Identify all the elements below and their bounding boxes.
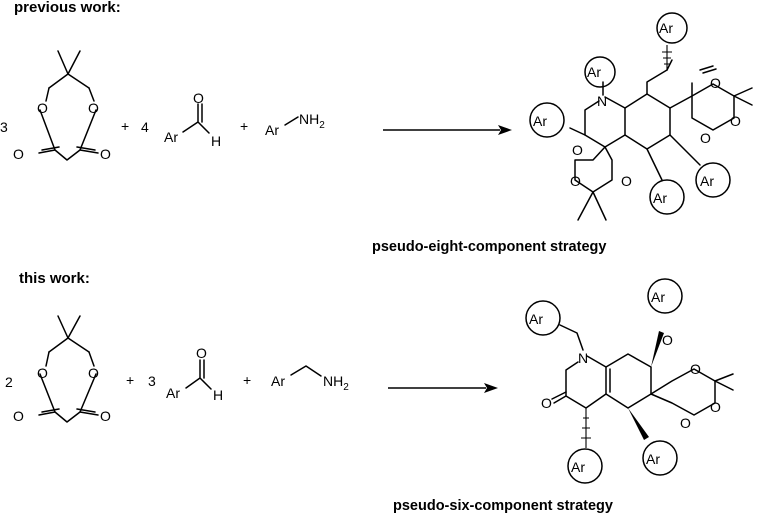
svg-text:O: O [100, 146, 111, 162]
aldehyde-2: Ar O H [166, 345, 223, 403]
caption-this-strategy: pseudo-six-component strategy [393, 498, 613, 514]
svg-text:O: O [196, 345, 207, 361]
svg-text:Ar: Ar [271, 373, 285, 389]
svg-text:N: N [578, 350, 588, 366]
coefficient-meldrum-1: 3 [0, 119, 8, 135]
svg-text:O: O [710, 75, 721, 91]
svg-text:Ar: Ar [529, 311, 543, 327]
header-previous-work: previous work: [14, 0, 121, 16]
svg-text:O: O [621, 173, 632, 189]
header-this-work: this work: [19, 270, 90, 287]
reaction-arrow-2 [388, 383, 498, 393]
svg-text:O: O [710, 399, 721, 415]
svg-text:O: O [13, 408, 24, 424]
product-six-component: N O Ar Ar O O O O Ar Ar [525, 278, 734, 484]
svg-text:O: O [541, 395, 552, 411]
reaction-arrow-1 [383, 125, 512, 135]
svg-text:Ar: Ar [533, 113, 547, 129]
aldehyde-1: Ar O H [164, 90, 221, 149]
svg-text:Ar: Ar [166, 385, 180, 401]
svg-text:O: O [37, 100, 48, 116]
svg-text:Ar: Ar [700, 173, 714, 189]
svg-text:O: O [193, 90, 204, 106]
plus-2b: + [243, 372, 251, 388]
meldrums-acid-1: 3 O O O O [0, 50, 111, 162]
svg-text:Ar: Ar [653, 190, 667, 206]
svg-text:O: O [570, 173, 581, 189]
svg-text:N: N [597, 93, 607, 109]
svg-text:Ar: Ar [651, 289, 665, 305]
svg-text:Ar: Ar [646, 451, 660, 467]
svg-text:H: H [211, 133, 221, 149]
svg-text:Ar: Ar [659, 20, 673, 36]
svg-text:Ar: Ar [265, 122, 279, 138]
svg-text:O: O [662, 332, 673, 348]
svg-text:NH2: NH2 [299, 111, 325, 131]
svg-text:O: O [690, 361, 701, 377]
svg-text:NH2: NH2 [323, 373, 349, 393]
coefficient-meldrum-2: 2 [5, 374, 13, 390]
caption-previous-strategy: pseudo-eight-component strategy [372, 239, 606, 255]
svg-text:O: O [572, 142, 583, 158]
meldrums-acid-2: 2 O O O O [5, 315, 111, 424]
svg-text:O: O [100, 408, 111, 424]
svg-text:O: O [37, 365, 48, 381]
svg-text:O: O [680, 415, 691, 431]
product-eight-component: N Ar Ar O O Ar O O O Ar Ar O [529, 12, 753, 221]
svg-text:Ar: Ar [587, 64, 601, 80]
coefficient-aldehyde-1: 4 [141, 119, 149, 135]
aniline-1: Ar NH2 [265, 111, 325, 138]
svg-text:O: O [13, 146, 24, 162]
svg-text:Ar: Ar [571, 459, 585, 475]
svg-text:O: O [730, 113, 741, 129]
svg-text:H: H [213, 387, 223, 403]
svg-text:O: O [88, 100, 99, 116]
svg-text:Ar: Ar [164, 129, 178, 145]
plus-1b: + [240, 118, 248, 134]
plus-2a: + [126, 372, 134, 388]
benzylamine-2: Ar NH2 [271, 365, 349, 393]
plus-1a: + [121, 118, 129, 134]
svg-text:O: O [700, 130, 711, 146]
coefficient-aldehyde-2: 3 [148, 373, 156, 389]
svg-text:O: O [88, 365, 99, 381]
